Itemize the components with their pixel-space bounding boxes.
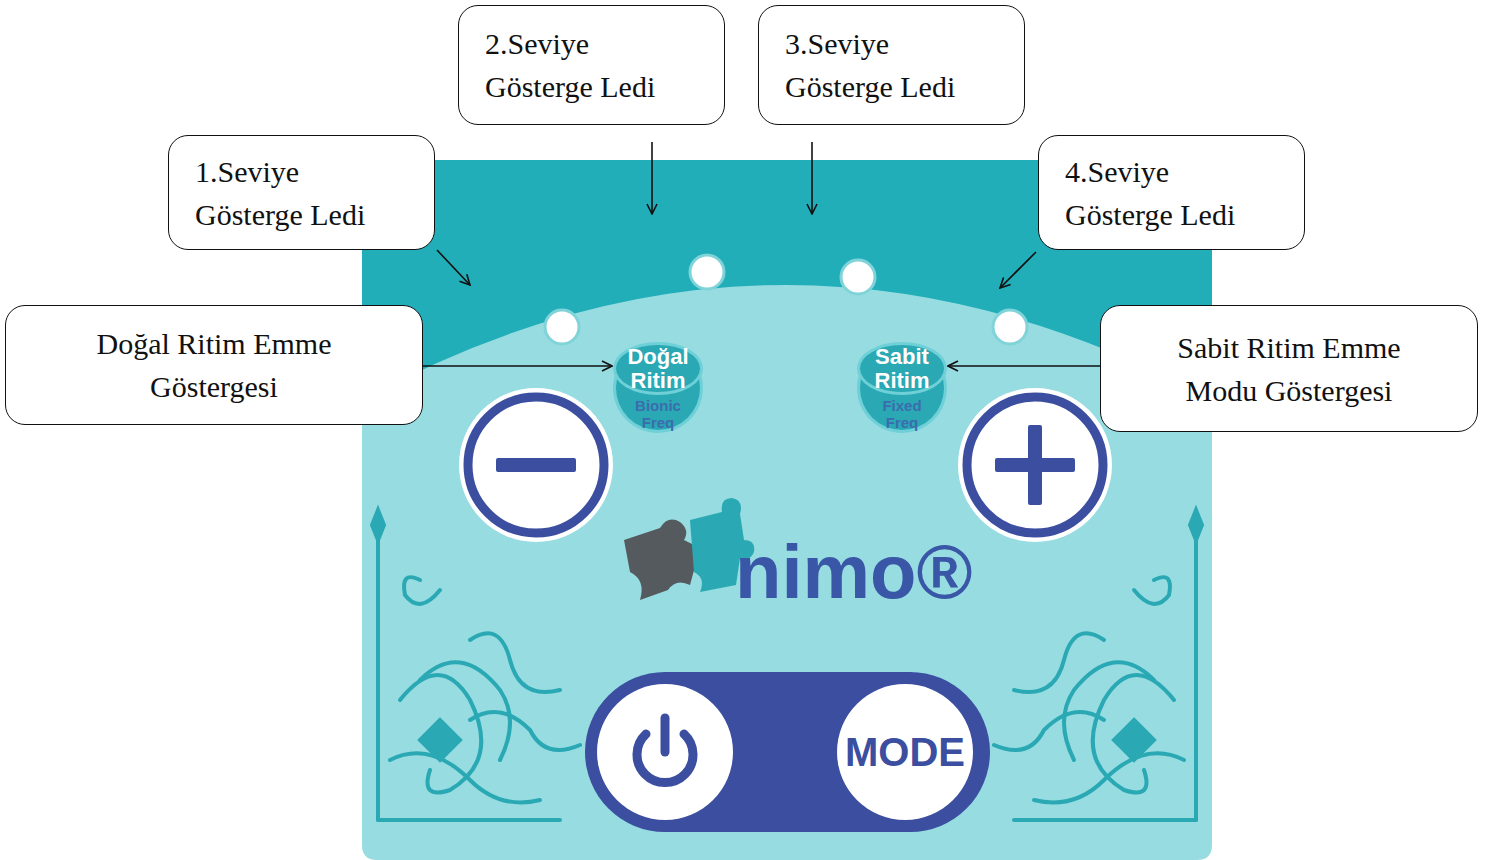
indicator-text: Doğal Ritim: [622, 345, 694, 393]
leader-line: [811, 142, 813, 214]
callout-box: 1.Seviye Gösterge Ledi: [168, 135, 435, 250]
indicator-disc: Sabit Ritim: [860, 345, 944, 393]
pointer-arrow: [423, 365, 612, 367]
mode-button: MODE: [837, 684, 973, 820]
ornament: [994, 510, 1202, 820]
mode-indicator: Doğal RitimBionic Freq: [616, 346, 700, 430]
minus-button: [459, 388, 613, 542]
leader-line: [651, 142, 653, 214]
indicator-caption: Bionic Freq: [628, 398, 688, 431]
callout-text: 2.Seviye Gösterge Ledi: [485, 22, 685, 108]
callout-text: Sabit Ritim Emme Modu Göstergesi: [1158, 326, 1420, 412]
level-led: [545, 310, 579, 344]
indicator-caption: Fixed Freq: [872, 398, 932, 431]
callout-box: Sabit Ritim Emme Modu Göstergesi: [1100, 305, 1478, 432]
level-led: [841, 260, 875, 294]
leader-lines: [437, 142, 1036, 288]
callout-box: Doğal Ritim Emme Göstergesi: [5, 305, 423, 425]
callout-box: 3.Seviye Gösterge Ledi: [758, 5, 1025, 125]
indicator-disc: Doğal Ritim: [616, 345, 700, 393]
level-led: [993, 310, 1027, 344]
callout-text: 3.Seviye Gösterge Ledi: [785, 22, 985, 108]
plus-button: [958, 388, 1112, 542]
leader-line: [1000, 252, 1036, 288]
leader-line: [437, 250, 470, 285]
panel-body: [362, 160, 1212, 860]
power-mode-bar: [585, 672, 990, 832]
level-leds: [545, 255, 1027, 344]
ornament: [372, 510, 580, 820]
callout-text: Doğal Ritim Emme Göstergesi: [83, 322, 345, 408]
callout-text: 1.Seviye Gösterge Ledi: [195, 150, 395, 236]
callout-text: 4.Seviye Gösterge Ledi: [1065, 150, 1265, 236]
puzzle-logo: [624, 498, 754, 600]
indicator-text: Sabit Ritim: [866, 345, 938, 393]
button-text: MODE: [845, 730, 965, 775]
callout-box: 2.Seviye Gösterge Ledi: [458, 5, 725, 125]
brand-logo-text: nimo®: [735, 528, 973, 615]
mode-indicator: Sabit RitimFixed Freq: [860, 346, 944, 430]
pointer-arrow: [948, 365, 1100, 367]
callout-box: 4.Seviye Gösterge Ledi: [1038, 135, 1305, 250]
level-led: [690, 255, 724, 289]
